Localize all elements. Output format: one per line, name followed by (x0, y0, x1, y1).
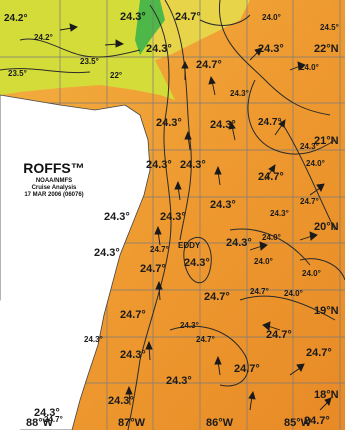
temperature-label: 24.7° (120, 309, 146, 321)
temperature-label: 24.3° (184, 257, 210, 269)
temperature-label: 24.3° (34, 407, 60, 419)
current-arrow (154, 225, 162, 246)
current-arrow (125, 385, 133, 406)
current-arrow (208, 75, 216, 96)
temperature-label: 24.3° (180, 321, 199, 330)
temperature-label: 24.3° (210, 119, 236, 131)
longitude-label: 85°W (284, 417, 312, 429)
current-arrow (214, 355, 222, 376)
current-arrow (289, 61, 306, 71)
eddy-label: EDDY (178, 241, 201, 250)
latitude-label: 18°N (314, 389, 339, 401)
temperature-label: 24.0° (284, 289, 303, 298)
analysis-title: Cruise Analysis (31, 185, 77, 191)
longitude-label: 87°W (118, 417, 146, 429)
agency-label: NOAA/NMFS (35, 178, 73, 184)
temperature-label: 24.0° (300, 63, 319, 72)
latitude-label: 19°N (314, 305, 339, 317)
current-arrows (59, 23, 332, 411)
temperature-label: 24.7° (196, 59, 222, 71)
current-arrow (174, 180, 182, 201)
current-arrow (59, 23, 78, 32)
current-arrow (104, 39, 125, 48)
current-arrow (145, 340, 153, 361)
longitude-label: 86°W (206, 417, 234, 429)
temperature-label: 24.3° (230, 89, 249, 98)
temperature-label: 24.3° (180, 159, 206, 171)
temperature-label: 24.3° (146, 43, 172, 55)
current-arrow (184, 130, 192, 151)
temperature-label: 24.3° (146, 159, 172, 171)
current-arrow (248, 390, 256, 411)
temperature-label: 24.7° (204, 291, 230, 303)
temperature-label: 24.7° (266, 329, 292, 341)
temperature-label: 24.3° (120, 11, 146, 23)
temperature-label: 24.7° (196, 335, 215, 344)
temperature-label: 24.7° (250, 287, 269, 296)
temperature-label: 24.3° (160, 211, 186, 223)
current-arrow (262, 321, 281, 331)
temperature-label: 24.7° (234, 363, 260, 375)
current-arrow (274, 119, 286, 136)
land-strip-southwest (0, 300, 20, 430)
shelf-green-water (0, 0, 175, 100)
green-plume (135, 0, 165, 55)
temperature-label: 23.5° (8, 69, 27, 78)
current-arrow (228, 120, 236, 141)
temperature-label: 24.7° (300, 197, 319, 206)
longitude-label: 88°W (26, 417, 54, 429)
temperature-label: 24.3° (104, 211, 130, 223)
temperature-label: 24.7° (258, 171, 284, 183)
current-arrow (299, 231, 318, 241)
analysis-date: 17 MAR 2006 (06076) (24, 192, 84, 198)
temperature-label: 24.3° (226, 237, 252, 249)
current-arrow (214, 165, 222, 186)
temperature-label: 24.3° (108, 395, 134, 407)
temperature-label: 24.7° (175, 11, 201, 23)
temperature-label: 24.7° (44, 415, 63, 424)
temperature-label: 24.3° (300, 142, 319, 151)
temperature-label: 24.3° (156, 117, 182, 129)
current-arrow (309, 183, 325, 196)
temperature-label: 24.5° (320, 23, 339, 32)
temperature-label: 24.0° (306, 159, 325, 168)
temperature-label: 24.7° (150, 245, 169, 254)
temperature-label: 22° (110, 71, 123, 80)
current-arrow (181, 60, 189, 80)
current-arrow (249, 47, 263, 61)
current-arrow (264, 164, 276, 181)
temperature-label: 24.3° (120, 349, 146, 361)
temperature-label: 24.0° (262, 13, 281, 22)
temperature-label: 23.5° (80, 57, 99, 66)
temperature-label: 24.7° (258, 117, 282, 128)
temperature-label: 24.3° (166, 375, 192, 387)
yucatan-coastline (0, 94, 151, 430)
temperature-label: 24.2° (4, 13, 28, 24)
temperature-label: 24.0° (302, 269, 321, 278)
roffs-legend: ROFFS™ NOAA/NMFS Cruise Analysis 17 MAR … (8, 160, 100, 199)
temperature-label: 24.7° (304, 415, 330, 427)
temperature-label: 24.3° (94, 247, 120, 259)
temperature-label: 24.7° (306, 347, 332, 359)
temperature-label: 24.3° (84, 335, 103, 344)
current-arrow (289, 363, 305, 376)
latitude-label: 20°N (314, 221, 339, 233)
current-arrow (249, 241, 268, 251)
current-arrow (155, 280, 163, 301)
temperature-label: 24.3° (270, 209, 289, 218)
temperature-label: 24.7° (140, 263, 166, 275)
temperature-label: 24.3° (258, 43, 284, 55)
temperature-label: 24.0° (254, 257, 273, 266)
roffs-brand: ROFFS™ (23, 160, 85, 176)
temperature-label: 24.0° (262, 233, 281, 242)
temperature-label: 24.2° (34, 33, 53, 42)
latitude-label: 22°N (314, 43, 339, 55)
temperature-label: 24.3° (210, 199, 236, 211)
current-arrow (319, 397, 332, 411)
latitude-label: 21°N (314, 135, 339, 147)
